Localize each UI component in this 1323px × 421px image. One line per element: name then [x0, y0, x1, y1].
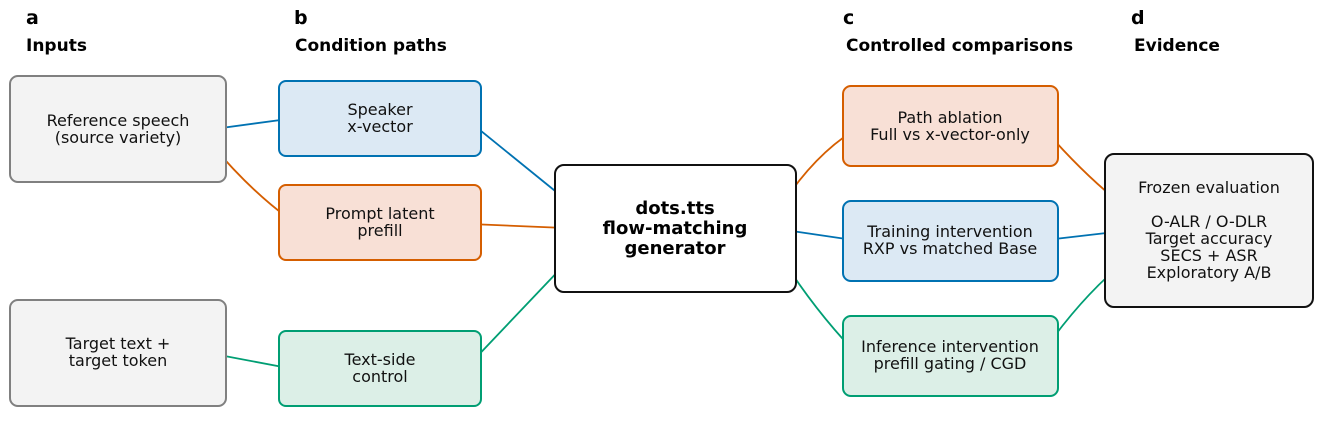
prompt-latent-line-1: Prompt latent	[325, 204, 434, 223]
target-text-line-1: Target text +	[65, 334, 171, 353]
generator-box: dots.tts flow-matching generator	[554, 164, 797, 293]
evaluation-metric-ab: Exploratory A/B	[1147, 263, 1272, 282]
target-text-line-2: target token	[69, 351, 167, 370]
panel-c-title: Controlled comparisons	[846, 36, 1073, 56]
evaluation-metric-alr-dlr: O-ALR / O-DLR	[1151, 212, 1267, 231]
path-ablation-line-1: Path ablation	[897, 108, 1002, 127]
evaluation-metric-accuracy: Target accuracy	[1145, 229, 1273, 248]
generator-line-1: dots.tts	[635, 198, 714, 219]
input-target-text: Target text + target token	[9, 299, 227, 407]
inference-intervention-line-1: Inference intervention	[861, 337, 1039, 356]
inference-intervention-line-2: prefill gating / CGD	[874, 354, 1027, 373]
panel-c-letter: c	[843, 7, 854, 29]
path-text-side-control: Text-side control	[278, 330, 482, 407]
path-prompt-latent: Prompt latent prefill	[278, 184, 482, 261]
comparison-inference-intervention: Inference intervention prefill gating / …	[842, 315, 1059, 397]
comparison-training-intervention: Training intervention RXP vs matched Bas…	[842, 200, 1059, 282]
path-speaker-xvector: Speaker x-vector	[278, 80, 482, 157]
reference-speech-line-1: Reference speech	[47, 111, 190, 130]
arrow-xvector-to-generator	[469, 121, 566, 200]
panel-d-title: Evidence	[1134, 36, 1220, 56]
generator-line-3: generator	[625, 238, 726, 259]
evaluation-metric-secs-asr: SECS + ASR	[1160, 246, 1257, 265]
path-ablation-line-2: Full vs x-vector-only	[870, 125, 1030, 144]
panel-a-title: Inputs	[26, 36, 87, 56]
panel-b-letter: b	[294, 7, 308, 29]
speaker-xvector-line-1: Speaker	[347, 100, 413, 119]
panel-b-title: Condition paths	[295, 36, 447, 56]
training-intervention-line-1: Training intervention	[866, 222, 1033, 241]
training-intervention-line-2: RXP vs matched Base	[863, 239, 1037, 258]
prompt-latent-line-2: prefill	[357, 221, 402, 240]
speaker-xvector-line-2: x-vector	[347, 117, 413, 136]
panel-d-letter: d	[1131, 7, 1145, 29]
evidence-frozen-evaluation: Frozen evaluation O-ALR / O-DLR Target a…	[1104, 153, 1314, 308]
arrow-textside-to-generator	[468, 263, 566, 366]
comparison-path-ablation: Path ablation Full vs x-vector-only	[842, 85, 1059, 167]
generator-line-2: flow-matching	[603, 218, 748, 239]
input-reference-speech: Reference speech (source variety)	[9, 75, 227, 183]
panel-a-letter: a	[26, 7, 39, 29]
text-side-line-1: Text-side	[344, 350, 416, 369]
arrow-prompt-to-generator	[469, 223, 566, 232]
text-side-line-2: control	[352, 367, 407, 386]
evaluation-line-1: Frozen evaluation	[1138, 178, 1280, 197]
reference-speech-line-2: (source variety)	[55, 128, 182, 147]
